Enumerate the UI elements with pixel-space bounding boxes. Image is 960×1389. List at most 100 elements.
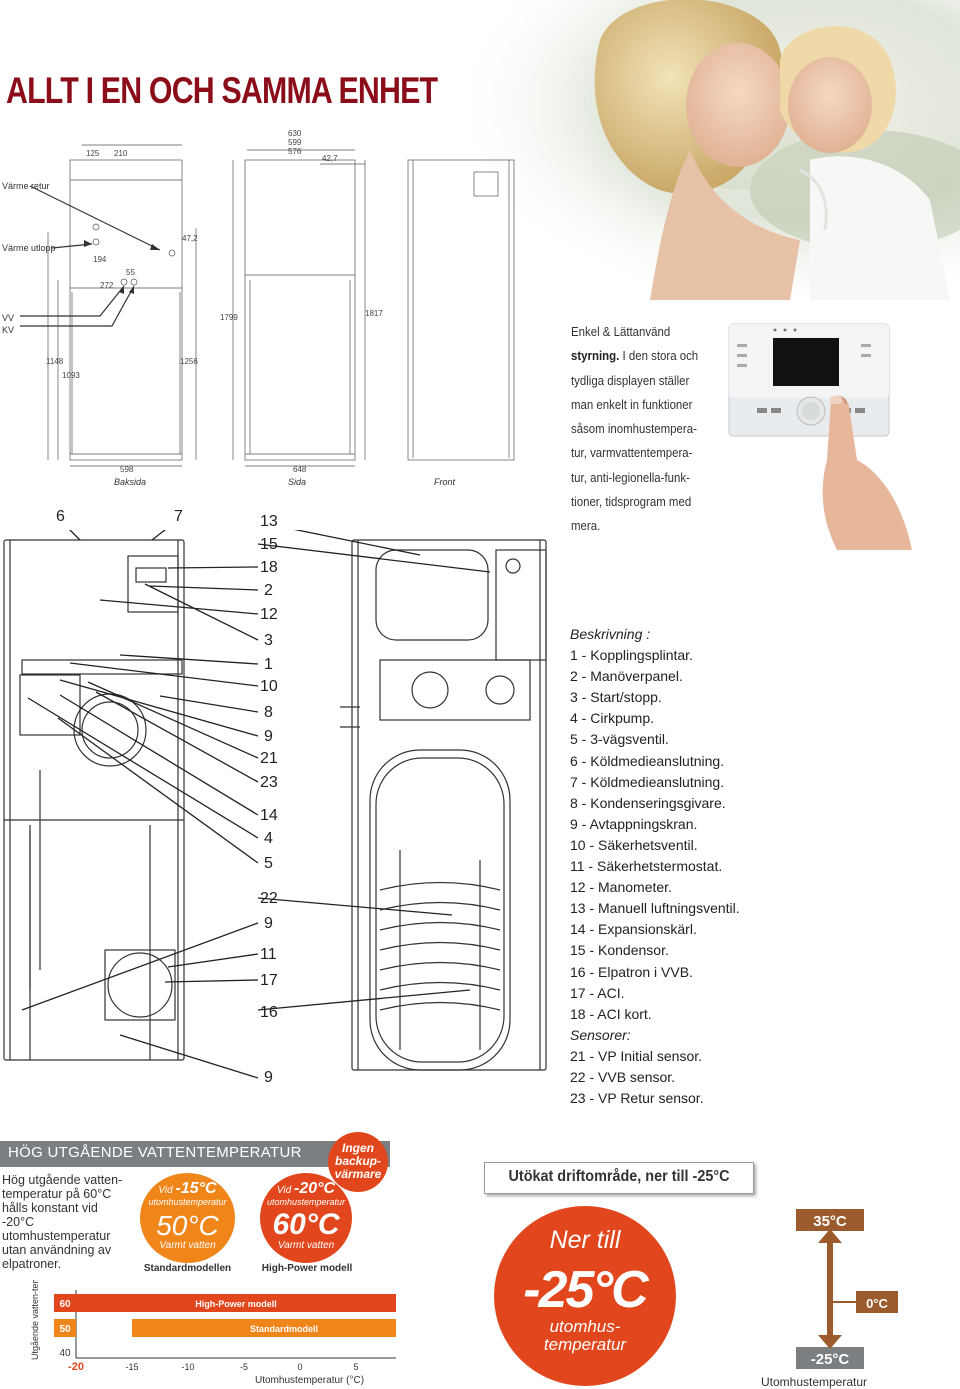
y-tick-label: 50 bbox=[59, 1324, 71, 1335]
callout-number: 5 bbox=[264, 855, 273, 872]
dim-194: 194 bbox=[93, 255, 107, 264]
callout-number: 18 bbox=[260, 559, 278, 576]
callout-number: 4 bbox=[264, 830, 273, 847]
ner-till-sub: utomhus- temperatur bbox=[494, 1318, 676, 1354]
highpower-vid: Vid -20°C bbox=[260, 1180, 352, 1198]
x-tick-label: -10 bbox=[181, 1362, 194, 1372]
range-zero-label: 0°C bbox=[866, 1296, 888, 1311]
description-item: 18 - ACI kort. bbox=[570, 1005, 652, 1022]
dim-47-2: 47,2 bbox=[182, 234, 198, 243]
dim-1256: 1256 bbox=[180, 357, 198, 366]
description-item: 9 - Avtappningskran. bbox=[570, 815, 698, 832]
dim-272: 272 bbox=[100, 281, 114, 290]
description-item: 14 - Expansionskärl. bbox=[570, 921, 697, 938]
enkel-bold: styrning. bbox=[571, 348, 620, 364]
description-item: 4 - Cirkpump. bbox=[570, 710, 655, 727]
callout-number: 22 bbox=[260, 890, 278, 907]
view-front: Front bbox=[434, 477, 456, 487]
dim-599: 599 bbox=[288, 138, 302, 147]
callout-number: 12 bbox=[260, 606, 278, 623]
description-item: 10 - Säkerhetsventil. bbox=[570, 836, 698, 853]
view-baksida: Baksida bbox=[114, 477, 147, 487]
description-item: 17 - ACI. bbox=[570, 984, 625, 1001]
dim-1817: 1817 bbox=[365, 309, 383, 318]
label-vv: VV bbox=[2, 313, 15, 323]
enkel-line: tioner, tidsprogram med bbox=[571, 494, 692, 510]
description-item: 12 - Manometer. bbox=[570, 879, 672, 896]
chart-xlabel: Utomhustemperatur (°C) bbox=[255, 1375, 364, 1386]
chart-ylabel: Utgående vatten-temperatur (°C) bbox=[30, 1280, 40, 1360]
range-arrow-down bbox=[818, 1335, 842, 1349]
dim-125: 125 bbox=[86, 149, 100, 158]
enkel-line: tydliga displayen ställer bbox=[571, 372, 690, 388]
callout-7: 7 bbox=[174, 508, 183, 525]
dim-1093: 1093 bbox=[62, 371, 80, 380]
dim-630: 630 bbox=[288, 129, 302, 138]
description-item: 1 - Kopplingsplintar. bbox=[570, 647, 693, 664]
bar-label: High-Power modell bbox=[195, 1299, 277, 1309]
extended-range-title: Utökat driftområde, ner till -25°C bbox=[508, 1168, 730, 1185]
standard-vid: Vid -15°C bbox=[140, 1180, 235, 1198]
enkel-text: Enkel & Lättanvänd styrning. I den stora… bbox=[571, 320, 721, 539]
standard-outdoor-temp: -15°C bbox=[175, 1180, 217, 1197]
description-heading: Beskrivning : bbox=[570, 626, 651, 642]
y-tick-tab bbox=[54, 1294, 76, 1312]
callout-6: 6 bbox=[56, 508, 65, 525]
description-list: Beskrivning : 1 - Kopplingsplintar. 2 - … bbox=[570, 624, 740, 1109]
sensor-heading: Sensorer: bbox=[570, 1026, 631, 1043]
bar-label: Standardmodell bbox=[250, 1324, 318, 1334]
ner-till-badge bbox=[494, 1206, 676, 1386]
sensor-item: 21 - VP Initial sensor. bbox=[570, 1047, 703, 1064]
description-item: 2 - Manöverpanel. bbox=[570, 668, 683, 685]
range-bottom-box bbox=[796, 1347, 864, 1369]
dim-42-7: 42,7 bbox=[322, 154, 338, 163]
description-item: 3 - Start/stopp. bbox=[570, 689, 662, 706]
dim-55: 55 bbox=[126, 268, 135, 277]
y-tick-tab bbox=[54, 1319, 76, 1337]
highpower-vid-sub: utomhustemperatur bbox=[266, 1197, 346, 1207]
no-backup-text: Ingen backup-värmare bbox=[334, 1141, 382, 1181]
hog-title: HÖG UTGÅENDE VATTENTEMPERATUR bbox=[8, 1144, 302, 1161]
x-tick-label: -15 bbox=[125, 1362, 138, 1372]
dim-648: 648 bbox=[293, 465, 307, 474]
standard-model-label: Standardmodellen bbox=[143, 1263, 232, 1274]
description-item: 15 - Kondensor. bbox=[570, 942, 669, 959]
highpower-model-badge bbox=[260, 1173, 352, 1263]
ner-till-sub2: temperatur bbox=[543, 1335, 627, 1354]
highpower-water-temp: 60°C bbox=[272, 1208, 340, 1241]
enkel-line: mera. bbox=[571, 518, 601, 534]
range-bottom-label: -25°C bbox=[811, 1351, 850, 1368]
page-title: ALLT I EN OCH SAMMA ENHET bbox=[6, 70, 438, 111]
callout-number: 2 bbox=[264, 582, 273, 599]
x-tick-label: 5 bbox=[353, 1362, 358, 1372]
callout-number: 15 bbox=[260, 536, 278, 553]
description-item: 13 - Manuell luftningsventil. bbox=[570, 900, 740, 917]
highpower-outdoor-temp: -20°C bbox=[293, 1180, 336, 1197]
dim-1799: 1799 bbox=[220, 313, 238, 322]
callout-number: 1 bbox=[264, 656, 273, 673]
range-top-box bbox=[796, 1209, 864, 1231]
y-tick-label: 60 bbox=[59, 1299, 71, 1310]
ner-till-value: -25°C bbox=[523, 1261, 649, 1319]
enkel-heading: Enkel & Lättanvänd bbox=[571, 324, 671, 339]
family-photo bbox=[450, 0, 960, 300]
extended-range-title-box: Utökat driftområde, ner till -25°C bbox=[484, 1162, 754, 1194]
highpower-model-label: High-Power modell bbox=[261, 1263, 353, 1274]
callout-number: 11 bbox=[260, 946, 277, 963]
highpower-water-sub: Varmt vatten bbox=[277, 1240, 335, 1251]
enkel-line: tur, varmvattentempera- bbox=[571, 445, 693, 461]
control-panel-photo bbox=[727, 310, 960, 550]
callout-number: 9 bbox=[264, 915, 273, 932]
x-tick-label: 0 bbox=[297, 1362, 302, 1372]
bar-high-power bbox=[76, 1294, 396, 1312]
enkel-line: såsom inomhustempera- bbox=[571, 421, 697, 437]
ner-till-sub1: utomhus- bbox=[549, 1317, 621, 1336]
enkel-line: tur, anti-legionella-funk- bbox=[571, 469, 690, 485]
hog-title-bar bbox=[0, 1141, 390, 1167]
label-varme-retur: Värme retur bbox=[2, 181, 50, 191]
standard-vid-label: Vid bbox=[158, 1185, 173, 1196]
extended-range-chart: 35°C 0°C -25°C Utomhustemperatur bbox=[761, 1209, 898, 1389]
callout-number: 3 bbox=[264, 632, 273, 649]
unit-drawings bbox=[3, 530, 547, 1079]
